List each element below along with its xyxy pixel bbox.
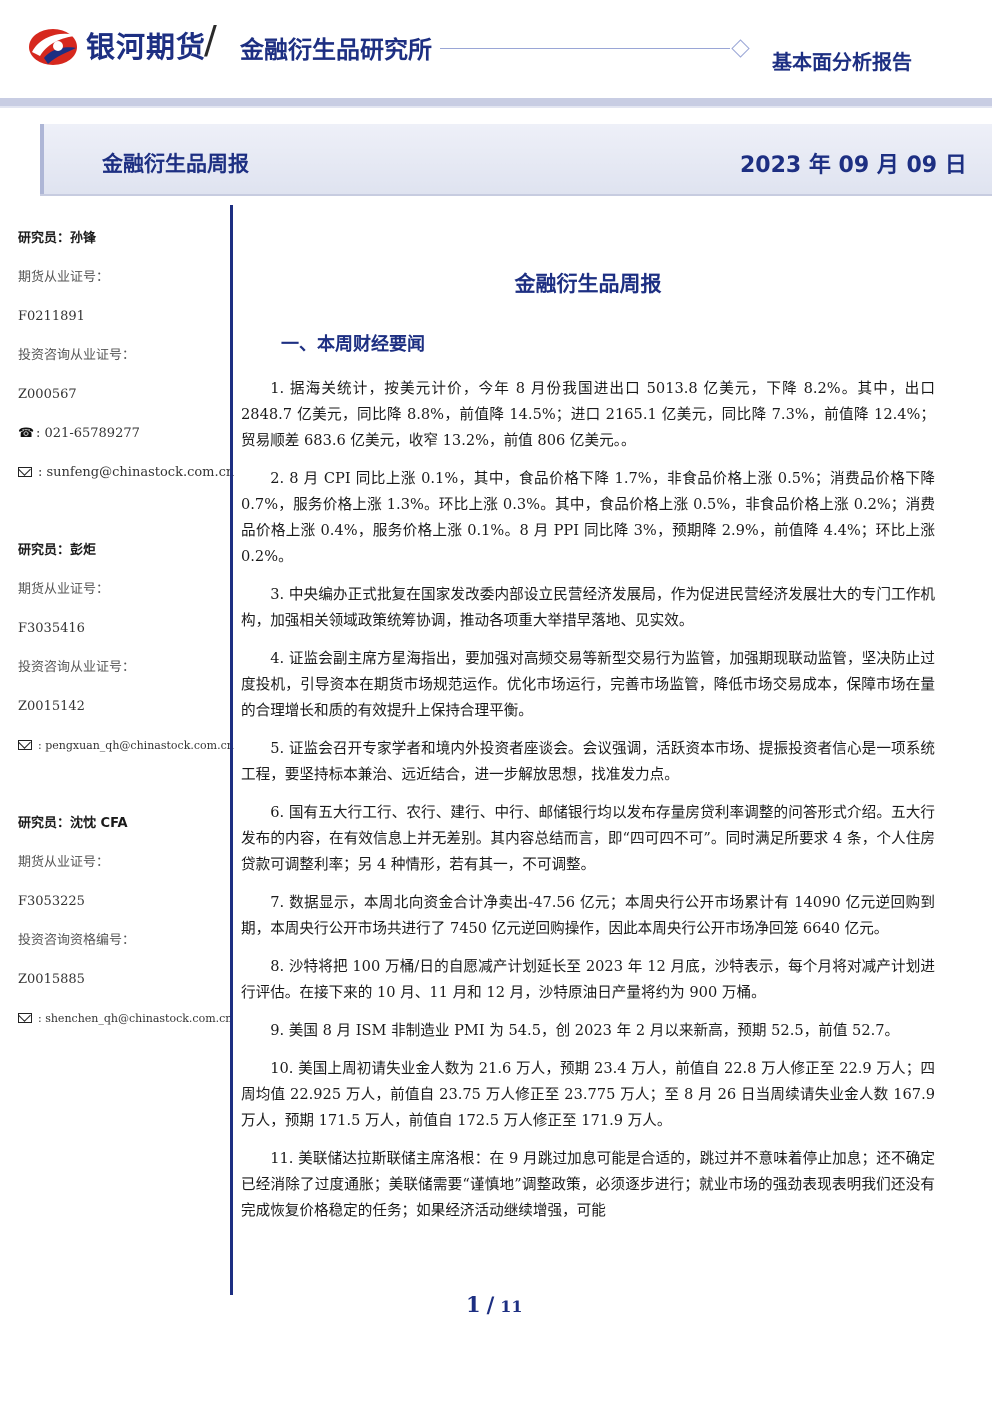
page-current: 1 (466, 1292, 481, 1317)
report-type: 基本面分析报告 (772, 50, 912, 74)
consult-license-id: Z0015885 (18, 972, 85, 987)
news-paragraph: 1. 据海关统计，按美元计价，今年 8 月份我国进出口 5013.8 亿美元，下… (241, 380, 935, 449)
news-paragraph: 8. 沙特将把 100 万桶/日的自愿减产计划延长至 2023 年 12 月底，… (241, 958, 935, 1001)
futures-license-id: F0211891 (18, 309, 85, 324)
institute-name: 金融衍生品研究所 (240, 36, 432, 64)
news-paragraph: 9. 美国 8 月 ISM 非制造业 PMI 为 54.5，创 2023 年 2… (270, 1022, 900, 1039)
report-header: 银河期货 / 金融衍生品研究所 基本面分析报告 (0, 0, 992, 96)
futures-license-label: 期货从业证号： (18, 855, 110, 870)
document-title: 金融衍生品周报 (514, 272, 662, 296)
mail-icon (18, 467, 32, 477)
futures-license-id: F3053225 (18, 894, 85, 909)
brand-separator: / (204, 18, 217, 62)
news-paragraph: 3. 中央编办正式批复在国家发改委内部设立民营经济发展局，作为促进民营经济发展壮… (241, 586, 935, 629)
mail-icon (18, 740, 32, 750)
news-paragraph: 4. 证监会副主席方星海指出，要加强对高频交易等新型交易行为监管，加强期现联动监… (241, 650, 935, 719)
analyst-name: 研究员：彭炬 (18, 543, 97, 558)
news-paragraph: 5. 证监会召开专家学者和境内外投资者座谈会。会议强调，活跃资本市场、提振投资者… (241, 740, 935, 783)
consult-license-id: Z0015142 (18, 699, 85, 714)
consult-license-label: 投资咨询从业证号： (18, 348, 136, 363)
header-divider-line (440, 48, 730, 49)
title-banner (40, 124, 992, 196)
phone-icon: ☎ (18, 426, 35, 441)
news-paragraph: 6. 国有五大行工行、农行、建行、中行、邮储银行均以发布存量房贷利率调整的问答形… (241, 804, 935, 873)
consult-license-id: Z000567 (18, 387, 77, 402)
analyst-name: 研究员：孙锋 (18, 231, 97, 246)
banner-title: 金融衍生品周报 (102, 152, 249, 176)
diamond-icon (731, 39, 750, 58)
brand-name: 银河期货 (86, 30, 207, 64)
page-number: 1/ 11 (466, 1292, 523, 1317)
news-paragraph: 10. 美国上周初请失业金人数为 21.6 万人，预期 23.4 万人，前值自 … (241, 1060, 935, 1129)
main-content: 金融衍生品周报 一、本周财经要闻 1. 据海关统计，按美元计价，今年 8 月份我… (241, 260, 935, 1236)
consult-license-label: 投资咨询资格编号： (18, 933, 136, 948)
title-banner-accent (40, 124, 44, 194)
news-paragraph: 11. 美联储达拉斯联储主席洛根：在 9 月跳过加息可能是合适的，跳过并不意味着… (241, 1150, 935, 1219)
header-band-light (0, 106, 992, 108)
column-divider (230, 205, 233, 1295)
galaxy-logo-icon (29, 29, 78, 65)
consult-license-label: 投资咨询从业证号： (18, 660, 136, 675)
phone-number: 021-65789277 (44, 426, 140, 441)
email-address[interactable]: sunfeng@chinastock.com.cn (46, 465, 235, 480)
page-total: 11 (500, 1297, 523, 1316)
analyst-name: 研究员：沈忱 CFA (18, 816, 128, 831)
analyst-phone: ☎: 021-65789277 (18, 421, 223, 460)
analyst-email[interactable]: : shenchen_qh@chinastock.com.cn (18, 1006, 232, 1045)
header-band (0, 98, 992, 106)
news-paragraph: 2. 8 月 CPI 同比上涨 0.1%，其中，食品价格下降 1.7%，非食品价… (241, 470, 935, 565)
futures-license-label: 期货从业证号： (18, 270, 110, 285)
email-address[interactable]: shenchen_qh@chinastock.com.cn (45, 1012, 233, 1025)
analyst-email[interactable]: : sunfeng@chinastock.com.cn (18, 460, 234, 499)
news-paragraph: 7. 数据显示，本周北向资金合计净卖出-47.56 亿元；本周央行公开市场累计有… (241, 894, 935, 937)
futures-license-label: 期货从业证号： (18, 582, 110, 597)
analyst-email[interactable]: : pengxuan_qh@chinastock.com.cn (18, 733, 234, 772)
analyst-sidebar: 研究员：孙锋 期货从业证号： F0211891 投资咨询从业证号： Z00056… (18, 226, 234, 1045)
banner-date: 2023 年 09 月 09 日 (740, 153, 967, 178)
mail-icon (18, 1013, 32, 1023)
page-separator: / (486, 1292, 495, 1317)
email-address[interactable]: pengxuan_qh@chinastock.com.cn (45, 739, 234, 752)
section-heading: 一、本周财经要闻 (281, 334, 425, 355)
futures-license-id: F3035416 (18, 621, 85, 636)
